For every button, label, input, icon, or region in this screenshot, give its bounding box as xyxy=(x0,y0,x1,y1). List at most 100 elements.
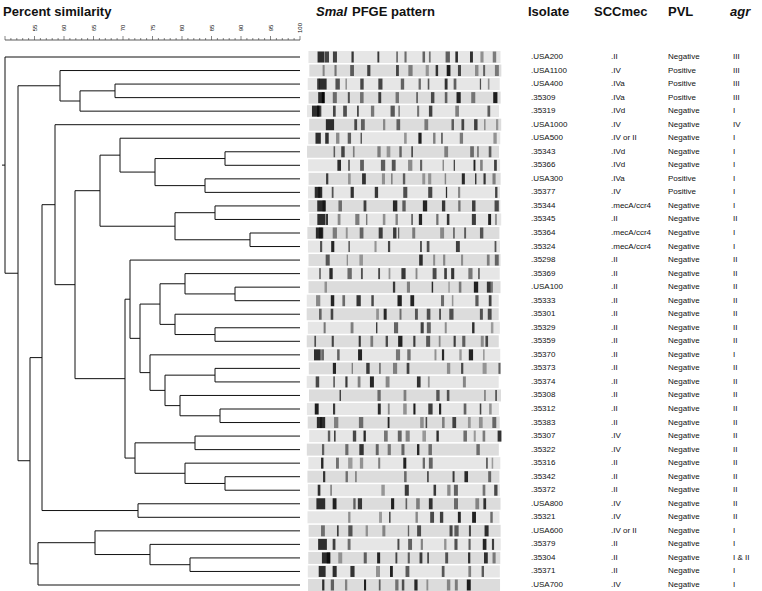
column-header: PFGE pattern xyxy=(352,5,435,18)
table-cell: .II xyxy=(611,337,618,345)
axis-tick xyxy=(52,38,53,40)
gel-band xyxy=(398,228,399,239)
gel-band xyxy=(444,146,448,157)
gel-lane xyxy=(308,132,500,144)
gel-band xyxy=(484,173,486,184)
gel-band xyxy=(391,106,395,117)
gel-lane xyxy=(307,227,499,239)
dendrogram-branch xyxy=(42,510,138,511)
gel-band xyxy=(439,336,441,347)
gel-band xyxy=(399,146,401,157)
gel-band xyxy=(333,498,337,509)
gel-band xyxy=(417,444,419,455)
gel-band xyxy=(360,92,364,103)
table-cell: .35370 xyxy=(531,351,555,359)
table-cell: .mecA/ccr4 xyxy=(611,229,651,237)
table-cell: .35301 xyxy=(531,310,555,318)
gel-band xyxy=(480,228,483,239)
gel-band xyxy=(480,52,483,63)
gel-band xyxy=(416,92,418,103)
gel-band xyxy=(345,444,348,455)
gel-band xyxy=(480,309,483,320)
axis-tick xyxy=(40,38,41,40)
column-header: SmaI xyxy=(316,5,347,18)
gel-band xyxy=(495,255,499,266)
gel-band xyxy=(398,106,400,117)
table-cell: Negative xyxy=(668,161,700,169)
table-cell: Negative xyxy=(668,581,700,589)
gel-band xyxy=(407,282,410,293)
dendrogram-branch xyxy=(190,557,300,558)
axis-tick-label: 100 xyxy=(297,23,303,33)
table-cell: .IV xyxy=(611,513,621,521)
gel-band xyxy=(467,580,471,591)
table-cell: Negative xyxy=(668,134,700,142)
table-cell: .USA400 xyxy=(531,80,563,88)
gel-band xyxy=(366,214,367,225)
gel-lane xyxy=(309,362,501,374)
table-cell: .II xyxy=(611,53,618,61)
gel-band xyxy=(338,200,342,211)
axis-tick xyxy=(140,38,141,40)
gel-lane xyxy=(307,105,499,117)
gel-band xyxy=(484,390,486,401)
gel-band xyxy=(477,146,478,157)
axis-tick xyxy=(223,38,224,40)
gel-band xyxy=(379,512,382,523)
gel-band xyxy=(446,52,450,63)
gel-band xyxy=(454,539,457,550)
gel-band xyxy=(489,146,492,157)
gel-band xyxy=(366,363,369,374)
gel-band xyxy=(488,471,491,482)
gel-band xyxy=(464,404,467,415)
gel-band xyxy=(347,255,348,266)
table-cell: I xyxy=(733,351,735,359)
gel-band xyxy=(429,458,433,469)
gel-band xyxy=(492,539,494,550)
gel-band xyxy=(333,106,336,117)
gel-band xyxy=(407,349,410,360)
gel-band xyxy=(332,187,334,198)
gel-band xyxy=(378,268,380,279)
gel-band xyxy=(376,444,379,455)
gel-band xyxy=(445,552,448,563)
table-cell: .IV xyxy=(611,446,621,454)
gel-band xyxy=(360,228,364,239)
table-cell: .II xyxy=(611,405,618,413)
gel-band xyxy=(351,52,353,63)
gel-band xyxy=(415,309,418,320)
table-cell: .II xyxy=(611,324,618,332)
gel-band xyxy=(353,431,356,442)
gel-band xyxy=(379,580,381,591)
gel-band xyxy=(480,160,483,171)
gel-band xyxy=(436,431,438,442)
table-cell: .35373 xyxy=(531,364,555,372)
dendrogram-branch xyxy=(55,124,300,125)
table-cell: .35322 xyxy=(531,446,555,454)
table-cell: II xyxy=(733,446,737,454)
gel-band xyxy=(492,458,494,469)
gel-band xyxy=(489,295,492,306)
dendrogram-branch xyxy=(175,334,215,335)
gel-lane xyxy=(309,119,501,131)
gel-band xyxy=(484,119,485,130)
axis-tick xyxy=(176,38,177,40)
gel-band xyxy=(487,255,490,266)
dendrogram-branch xyxy=(150,564,190,565)
gel-band xyxy=(403,173,405,184)
gel-band xyxy=(418,133,421,144)
table-cell: .IV xyxy=(611,188,621,196)
table-cell: .II xyxy=(611,473,618,481)
gel-lane xyxy=(307,444,499,456)
gel-band xyxy=(475,173,476,184)
table-cell: II xyxy=(733,337,737,345)
gel-band xyxy=(382,173,385,184)
table-cell: I xyxy=(733,229,735,237)
gel-band xyxy=(396,92,399,103)
table-cell: Negative xyxy=(668,391,700,399)
dendrogram-branch xyxy=(250,246,300,247)
table-cell: Negative xyxy=(668,364,700,372)
gel-band xyxy=(454,336,456,347)
column-header: SCCmec xyxy=(594,5,647,18)
gel-band xyxy=(406,431,410,442)
